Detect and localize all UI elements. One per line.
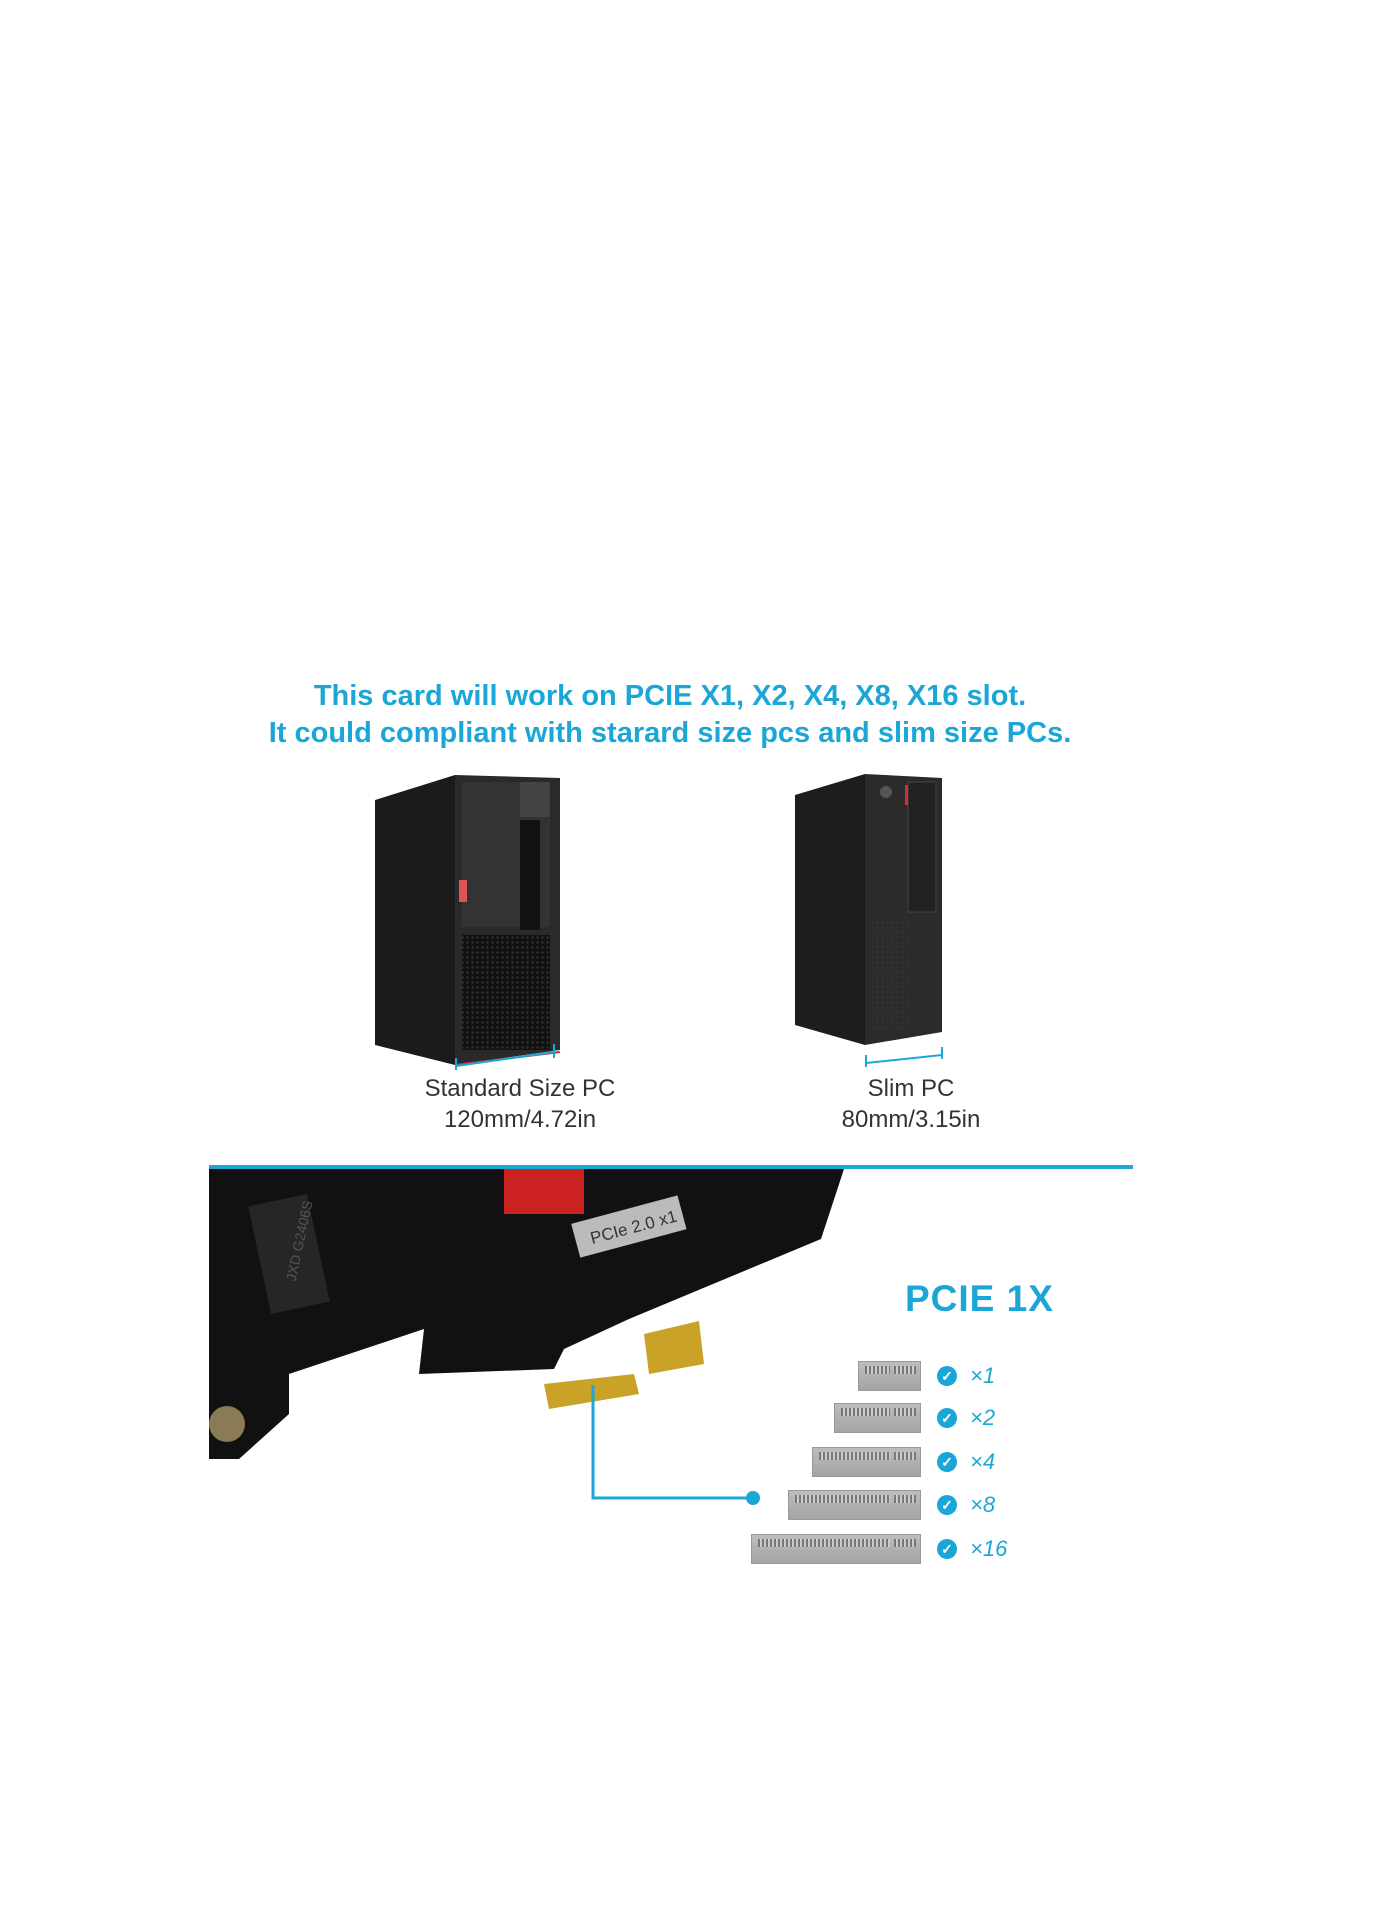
slot-label: ×8 [970, 1492, 996, 1517]
slot-label: ×4 [970, 1449, 996, 1474]
check-circle-icon: ✓ [937, 1408, 957, 1428]
slot-x16 [751, 1534, 921, 1564]
check-circle-icon: ✓ [937, 1495, 957, 1515]
slot-x1 [858, 1361, 921, 1391]
divider-line [209, 1165, 1133, 1169]
slim-pc-image [795, 774, 942, 1045]
check-circle-icon: ✓ [937, 1539, 957, 1559]
slim-pc-name: Slim PC [867, 1075, 955, 1102]
width-indicator [865, 1047, 943, 1067]
slot-x2 [834, 1403, 921, 1433]
connector-pointer [591, 1385, 760, 1505]
standard-pc-name: Standard Size PC [424, 1075, 616, 1102]
headline-line-2: It could compliant with starard size pcs… [268, 717, 1072, 749]
slim-pc-size: 80mm/3.15in [841, 1106, 981, 1133]
standard-pc-size: 120mm/4.72in [443, 1106, 597, 1133]
slot-x8 [788, 1490, 921, 1520]
pcie-card-image: JXD G2406S PCIe 2.0 x1 [209, 1169, 844, 1459]
width-indicator [455, 1044, 555, 1070]
slot-x4 [812, 1447, 921, 1477]
slot-label: ×1 [970, 1363, 996, 1388]
check-circle-icon: ✓ [937, 1366, 957, 1386]
standard-pc-image [375, 775, 561, 1066]
pcie-1x-title: PCIE 1X [905, 1278, 1054, 1319]
headline-line-1: This card will work on PCIE X1, X2, X4, … [313, 680, 1027, 712]
check-circle-icon: ✓ [937, 1452, 957, 1472]
slot-label: ×16 [970, 1536, 1008, 1561]
slot-label: ×2 [970, 1405, 996, 1430]
